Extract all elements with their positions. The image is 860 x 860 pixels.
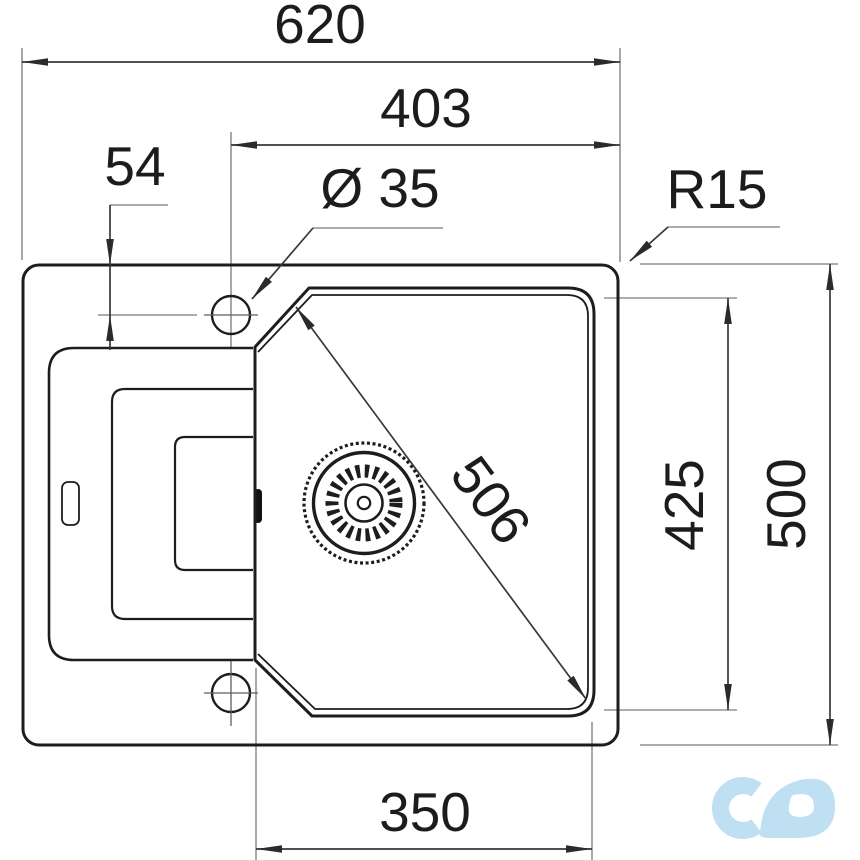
arrowhead — [231, 141, 257, 149]
arrowhead — [567, 675, 586, 699]
sink-outer-rim — [21, 263, 620, 747]
dimension-overall-depth: 500 — [755, 264, 834, 745]
dim-label-r15: R15 — [667, 158, 768, 220]
drainboard-step-outline — [110, 387, 253, 621]
arrowhead — [296, 307, 315, 331]
dimension-hole-diameter: Ø 35 — [251, 157, 440, 300]
sink-outline — [21, 263, 620, 747]
dimension-hole-offset-top: 54 — [104, 135, 166, 350]
dimension-bowl-width: 350 — [256, 781, 592, 853]
bowl-outer-outline — [253, 286, 596, 718]
bowl — [253, 286, 596, 718]
bowl-inner-outline — [257, 294, 589, 710]
dimension-overall-width: 620 — [22, 0, 620, 66]
overflow-slot — [61, 481, 80, 526]
dim-label-diameter-35: Ø 35 — [320, 157, 439, 219]
dim-label-506: 506 — [439, 445, 543, 556]
dimension-corner-radius: R15 — [629, 158, 768, 262]
drain-strainer — [302, 441, 426, 565]
dimension-hole-to-right-edge: 403 — [231, 77, 620, 149]
faucet-hole-bottom — [204, 661, 258, 726]
arrowhead — [724, 298, 732, 324]
drain-inner-ring — [344, 483, 384, 523]
arrowhead — [826, 719, 834, 745]
dimension-line — [295, 306, 587, 700]
arrowhead — [252, 276, 272, 299]
arrowhead — [826, 264, 834, 290]
arrowhead — [106, 239, 114, 265]
cd-logo-icon — [712, 777, 836, 839]
dim-label-403: 403 — [380, 77, 472, 139]
drain-knurled-ring — [302, 441, 426, 565]
extension-lines — [21, 48, 838, 860]
drain-center-hole — [356, 495, 372, 511]
dim-label-350: 350 — [379, 781, 471, 843]
drainboard-recess-outline — [173, 435, 253, 572]
arrowhead — [106, 315, 114, 341]
arrowhead — [566, 845, 592, 853]
dim-label-54: 54 — [104, 135, 165, 197]
drain-outer-ring — [311, 450, 417, 556]
arrowhead — [630, 240, 653, 261]
dim-label-500: 500 — [755, 458, 817, 550]
logo-d-shape — [759, 778, 836, 838]
dimension-bowl-depth: 425 — [653, 298, 732, 710]
arrowhead — [594, 58, 620, 66]
faucet-hole-top — [204, 294, 258, 336]
drain-bg — [303, 442, 425, 564]
arrowhead — [724, 684, 732, 710]
arrowhead — [22, 58, 48, 66]
drainboard — [47, 346, 262, 662]
dim-label-620: 620 — [274, 0, 366, 55]
arrowhead — [256, 845, 282, 853]
dim-label-425: 425 — [653, 459, 715, 551]
drain-strainer-holes-ring — [325, 464, 403, 542]
logo-c-shape — [712, 777, 762, 839]
drainboard-outline — [47, 346, 253, 662]
arrowhead — [594, 141, 620, 149]
